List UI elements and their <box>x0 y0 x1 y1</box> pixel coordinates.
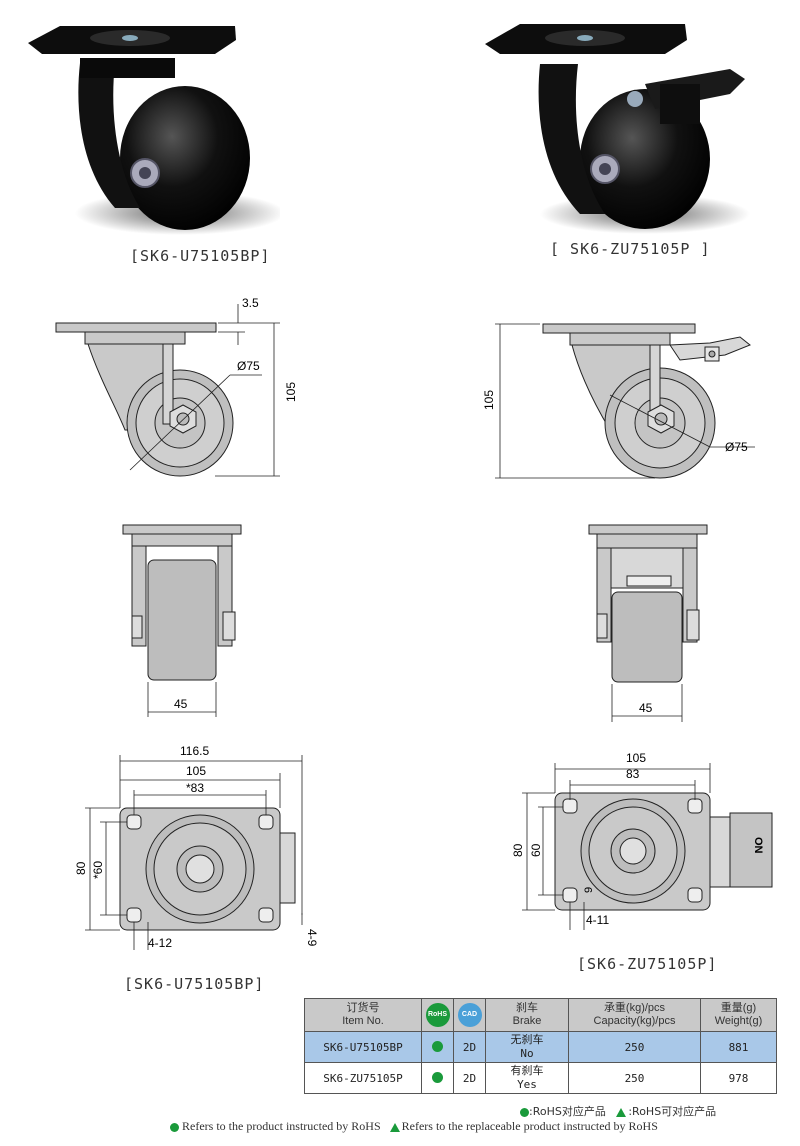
side-view-right: 105 Ø75 <box>482 323 755 479</box>
item-no[interactable]: SK6-ZU75105P <box>304 1062 422 1094</box>
side-view-left: 3.5 Ø75 105 <box>55 296 298 477</box>
caster-photo-right <box>485 24 750 234</box>
photo-caption-left: [SK6-U75105BP] <box>130 247 271 265</box>
top-caption-right: [SK6-ZU75105P] <box>577 955 718 973</box>
top-view-left: 116.5 105 *83 80 *60 4-12 4-9 <box>74 744 319 950</box>
dim-side-left: 4-9 <box>305 929 319 947</box>
dim-slot-right: 4-11 <box>586 913 609 927</box>
dim-hole-length-right: 83 <box>626 767 640 781</box>
dim-height-right: 105 <box>482 390 496 410</box>
dim-hole-width-left: *60 <box>91 861 105 879</box>
capacity-cell: 250 <box>568 1062 701 1094</box>
rohs-dot-icon <box>170 1122 179 1132</box>
cad-cell[interactable]: 2D <box>453 1031 486 1063</box>
dim-wheel-diameter-right: Ø75 <box>725 440 748 454</box>
dim-slot-left: 4-12 <box>148 936 172 950</box>
rohs-dot-icon <box>432 1072 443 1084</box>
dim-overall-length: 116.5 <box>180 744 209 758</box>
dim-height-left: 105 <box>284 382 298 402</box>
dim-hole-length-left: *83 <box>186 781 204 795</box>
photo-caption-right: [ SK6-ZU75105P ] <box>550 240 711 258</box>
rohs-dot-icon <box>432 1041 443 1053</box>
brake-on-label: ON <box>752 837 764 854</box>
dim-plate-length-right: 105 <box>626 751 646 765</box>
capacity-cell: 250 <box>568 1031 701 1063</box>
header-rohs: RoHS <box>421 998 454 1032</box>
rohs-cell <box>421 1062 454 1094</box>
cad-icon: CAD <box>457 1003 482 1027</box>
dim-plate-length-left: 105 <box>186 764 206 778</box>
rohs-cell <box>421 1031 454 1063</box>
top-caption-left: [SK6-U75105BP] <box>124 975 265 993</box>
dim-width-left: 45 <box>174 697 188 711</box>
legend-en: Refers to the product instructed by RoHS… <box>170 1119 658 1134</box>
rohs-triangle-icon <box>389 1122 400 1132</box>
rohs-dot-icon <box>520 1107 529 1117</box>
front-view-left: 45 <box>122 524 242 717</box>
weight-cell: 881 <box>700 1031 777 1063</box>
dim-plate-thickness: 3.5 <box>242 296 259 310</box>
rohs-icon: RoHS <box>425 1003 450 1027</box>
header-weight: 重量(g)Weight(g) <box>700 998 777 1032</box>
legend-cn: :RoHS对应产品 :RoHS可对应产品 <box>520 1103 716 1119</box>
rohs-triangle-icon <box>616 1107 627 1117</box>
dim-width-right: 45 <box>639 701 653 715</box>
top-view-right: 105 83 80 60 9 4-11 ON <box>511 751 773 930</box>
dim-plate-width-right: 80 <box>511 843 525 857</box>
dim-small-right: 9 <box>583 887 595 893</box>
header-cad: CAD <box>453 998 486 1032</box>
caster-photo-left <box>28 26 280 235</box>
dim-wheel-diameter-left: Ø75 <box>237 359 260 373</box>
weight-cell: 978 <box>700 1062 777 1094</box>
item-no[interactable]: SK6-U75105BP <box>304 1031 422 1063</box>
dim-hole-width-right: 60 <box>529 843 543 857</box>
front-view-right: 45 <box>588 524 708 722</box>
cad-cell[interactable]: 2D <box>453 1062 486 1094</box>
dim-plate-width-left: 80 <box>74 861 88 875</box>
